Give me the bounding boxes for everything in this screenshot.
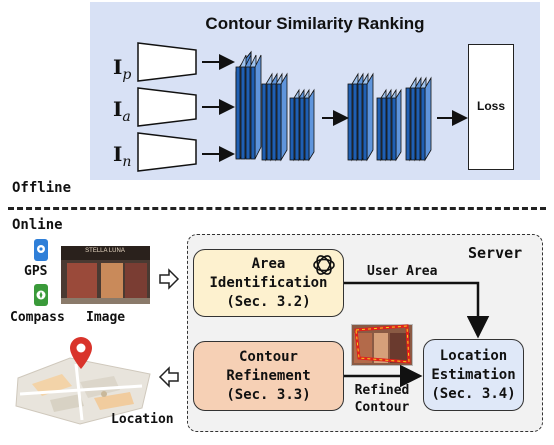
layer-slab-face bbox=[362, 83, 368, 161]
layer-slab-face bbox=[271, 83, 277, 161]
location-estimation-text: Location Estimation (Sec. 3.4) bbox=[431, 347, 516, 402]
layer-slab-face bbox=[410, 87, 416, 161]
openai-logo-icon bbox=[313, 255, 335, 275]
layer-slab-face bbox=[386, 97, 392, 161]
layer-slab-face bbox=[266, 83, 272, 161]
compass-label: Compass bbox=[10, 310, 65, 325]
input-label-negative: In bbox=[113, 142, 132, 170]
online-label: Online bbox=[12, 217, 63, 233]
image-label: Image bbox=[86, 310, 126, 325]
layer-slab-face bbox=[294, 97, 300, 161]
layer-slab-face bbox=[299, 97, 305, 161]
contour-input-p bbox=[137, 42, 197, 82]
compass-icon bbox=[34, 284, 48, 306]
layer-slab-face bbox=[240, 66, 246, 160]
layer-slab-face bbox=[250, 66, 256, 160]
gps-label: GPS bbox=[24, 264, 48, 279]
gps-icon bbox=[34, 239, 48, 261]
area-identification-text: Area Identification (Sec. 3.2) bbox=[209, 255, 328, 310]
layer-slab-face bbox=[276, 83, 282, 161]
user-area-label: User Area bbox=[367, 264, 438, 279]
contour-outline bbox=[354, 324, 411, 364]
layer-slab-face bbox=[391, 97, 397, 161]
panel-title: Contour Similarity Ranking bbox=[205, 14, 425, 33]
layer-slab-face bbox=[289, 97, 295, 161]
layer-slab-face bbox=[357, 83, 363, 161]
layer-slab-face bbox=[381, 97, 387, 161]
loss-box bbox=[468, 44, 514, 170]
hollow-arrow-right-icon bbox=[159, 268, 180, 290]
layer-slab-face bbox=[245, 66, 251, 160]
layer-slab-face bbox=[405, 87, 411, 161]
section-divider bbox=[8, 207, 546, 210]
contour-refinement-module: Contour Refinement (Sec. 3.3) bbox=[193, 341, 344, 411]
user-area-arrow bbox=[344, 281, 490, 339]
shop-sign: STELLA LUNA bbox=[85, 248, 125, 254]
location-pin-icon bbox=[70, 337, 92, 369]
location-estimation-module: Location Estimation (Sec. 3.4) bbox=[423, 339, 524, 411]
contour-input-n bbox=[137, 132, 197, 172]
server-label: Server bbox=[468, 244, 523, 262]
loss-label: Loss bbox=[476, 99, 505, 113]
hollow-arrow-left-icon bbox=[158, 366, 179, 388]
contour-refinement-text: Contour Refinement (Sec. 3.3) bbox=[226, 348, 311, 403]
input-label-anchor: Ia bbox=[113, 97, 131, 125]
floor-map bbox=[15, 357, 151, 425]
contour-input-a bbox=[137, 87, 197, 127]
query-image: STELLA LUNA bbox=[61, 246, 150, 304]
layer-slab-face bbox=[304, 97, 310, 161]
offline-label: Offline bbox=[12, 180, 72, 196]
input-label-positive: Ip bbox=[113, 55, 132, 83]
network-diagram bbox=[137, 42, 468, 172]
layer-slab-face bbox=[420, 87, 426, 161]
refined-contour-label: Refined Contour bbox=[354, 383, 410, 415]
layer-slab-face bbox=[261, 83, 267, 161]
layer-slab-face bbox=[376, 97, 382, 161]
location-label: Location bbox=[111, 412, 174, 427]
layer-slab-face bbox=[352, 83, 358, 161]
layer-slab-face bbox=[415, 87, 421, 161]
layer-slab-face bbox=[235, 66, 241, 160]
